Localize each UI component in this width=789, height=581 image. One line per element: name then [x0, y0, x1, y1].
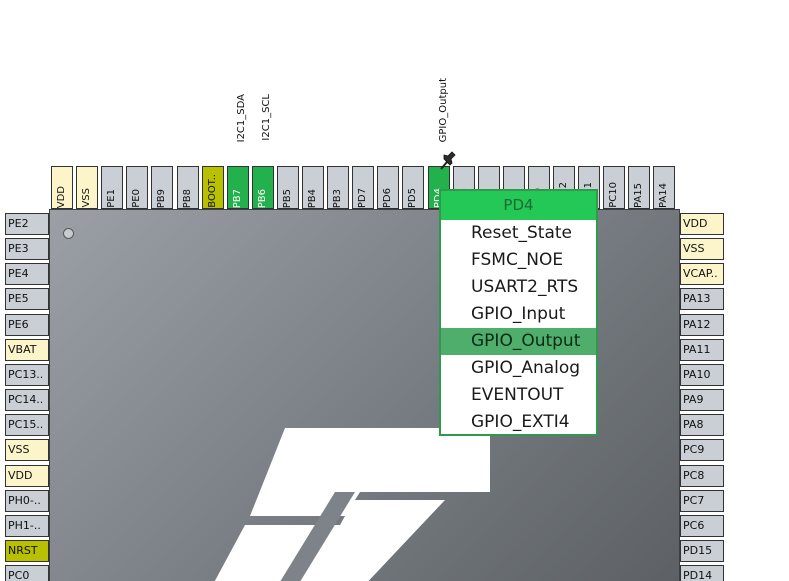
pin-pc14[interactable]: PC14..: [5, 389, 49, 411]
pin-label: VSS: [81, 188, 92, 208]
pin-pa12[interactable]: PA12: [680, 314, 724, 336]
pin-label: PB3: [332, 188, 343, 208]
pin-label: BOOT..: [207, 174, 218, 208]
pin-vss[interactable]: VSS: [5, 439, 49, 461]
pin-vdd[interactable]: VDD: [680, 213, 724, 235]
pin-vdd[interactable]: VDD: [5, 465, 49, 487]
pd4-signal-label: GPIO_Output: [438, 78, 449, 143]
pin-pc15[interactable]: PC15..: [5, 414, 49, 436]
pushpin-icon: [440, 151, 456, 170]
pin-pc9[interactable]: PC9: [680, 439, 724, 461]
pin-label: PB4: [307, 188, 318, 208]
pin-pc0[interactable]: PC0: [5, 565, 49, 581]
pin-pe5[interactable]: PE5: [5, 288, 49, 310]
pin-pa15[interactable]: PA15: [628, 166, 650, 209]
pin-pb5[interactable]: PB5: [277, 166, 299, 209]
pin-pe1[interactable]: PE1: [101, 166, 123, 209]
pin-pe6[interactable]: PE6: [5, 314, 49, 336]
pin-label: PB9: [156, 188, 167, 208]
pin-pa13[interactable]: PA13: [680, 288, 724, 310]
pin-pe2[interactable]: PE2: [5, 213, 49, 235]
pin-label: PB7: [232, 188, 243, 208]
pin-boot[interactable]: BOOT..: [202, 166, 224, 209]
pin-vss[interactable]: VSS: [680, 238, 724, 260]
pin-vbat[interactable]: VBAT: [5, 339, 49, 361]
menu-item-gpio-analog[interactable]: GPIO_Analog: [471, 358, 581, 378]
pin-pc13[interactable]: PC13..: [5, 364, 49, 386]
menu-item-gpio-input[interactable]: GPIO_Input: [471, 304, 566, 324]
pin-pa9[interactable]: PA9: [680, 389, 724, 411]
pin-label: PE1: [106, 189, 117, 208]
pin-label: VDD: [56, 185, 67, 208]
pb6-signal-label: I2C1_SCL: [261, 94, 272, 141]
pin-pa10[interactable]: PA10: [680, 364, 724, 386]
pin-label: PD6: [382, 187, 393, 208]
menu-item-gpio-exti4[interactable]: GPIO_EXTI4: [471, 412, 570, 432]
pin-vdd[interactable]: VDD: [51, 166, 73, 209]
pin-pb3[interactable]: PB3: [327, 166, 349, 209]
pin-pc8[interactable]: PC8: [680, 465, 724, 487]
menu-item-eventout[interactable]: EVENTOUT: [471, 385, 564, 405]
pin-pd15[interactable]: PD15: [680, 540, 724, 562]
pin-pa14[interactable]: PA14: [653, 166, 675, 209]
pin-label: PD7: [357, 187, 368, 208]
pin-pd5[interactable]: PD5: [402, 166, 424, 209]
menu-item-usart2-rts[interactable]: USART2_RTS: [471, 277, 579, 297]
pin-pc10[interactable]: PC10: [603, 166, 625, 209]
pin-label: PA14: [658, 183, 669, 208]
pin-pe0[interactable]: PE0: [126, 166, 148, 209]
pin-label: PD5: [407, 187, 418, 208]
menu-item-fsmc-noe[interactable]: FSMC_NOE: [471, 250, 564, 270]
pin-pc6[interactable]: PC6: [680, 515, 724, 537]
pin-label: PB8: [182, 188, 193, 208]
pin-pd7[interactable]: PD7: [352, 166, 374, 209]
pin-pb6[interactable]: PB6: [252, 166, 274, 209]
pin-menu-title: PD4: [441, 191, 596, 220]
pin-pb4[interactable]: PB4: [302, 166, 324, 209]
pin-vcap[interactable]: VCAP..: [680, 263, 724, 285]
pin-pb7[interactable]: PB7: [227, 166, 249, 209]
pin-nrst[interactable]: NRST: [5, 540, 49, 562]
pin-label: PB6: [257, 188, 268, 208]
pin-pa11[interactable]: PA11: [680, 339, 724, 361]
st-logo: [214, 428, 490, 581]
pin-vss[interactable]: VSS: [76, 166, 98, 209]
pin-pb8[interactable]: PB8: [177, 166, 199, 209]
pin-label: PA15: [633, 183, 644, 208]
pin-label: PC10: [608, 182, 619, 208]
menu-item-gpio-output[interactable]: GPIO_Output: [441, 328, 596, 355]
pin-label: PE0: [131, 189, 142, 208]
pin-ph0[interactable]: PH0-..: [5, 490, 49, 512]
pin-pc7[interactable]: PC7: [680, 490, 724, 512]
pin-pe3[interactable]: PE3: [5, 238, 49, 260]
pb7-signal-label: I2C1_SDA: [236, 94, 247, 143]
pin-ph1[interactable]: PH1-..: [5, 515, 49, 537]
pin-pe4[interactable]: PE4: [5, 263, 49, 285]
menu-item-reset-state[interactable]: Reset_State: [471, 223, 572, 243]
pin-pd6[interactable]: PD6: [377, 166, 399, 209]
pin-label: PB5: [282, 188, 293, 208]
pin-pa8[interactable]: PA8: [680, 414, 724, 436]
pin-pb9[interactable]: PB9: [151, 166, 173, 209]
pin1-marker: [63, 228, 74, 239]
pin-pd14[interactable]: PD14: [680, 565, 724, 581]
